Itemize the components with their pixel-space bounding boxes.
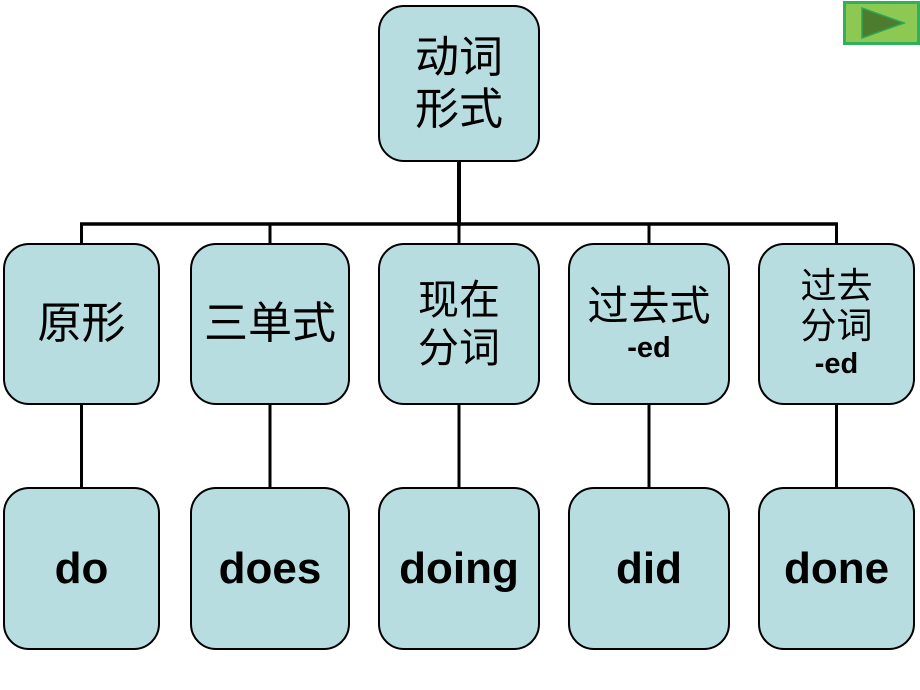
example-node-done: done: [758, 487, 915, 650]
example-node-did: did: [568, 487, 730, 650]
example-word: did: [616, 543, 682, 593]
example-word: does: [218, 543, 322, 593]
form-label: 三单式: [204, 299, 336, 349]
example-node-doing: doing: [378, 487, 540, 650]
form-label: 过去式: [587, 282, 711, 329]
form-node-base: 原形: [3, 243, 160, 405]
root-label-line1: 动词: [415, 32, 503, 82]
example-node-does: does: [190, 487, 350, 650]
form-label-line2: 分词: [800, 305, 873, 346]
root-node-verb-forms: 动词 形式: [378, 5, 540, 162]
form-node-third-person: 三单式: [190, 243, 350, 405]
example-word: done: [783, 543, 890, 593]
root-label-line2: 形式: [415, 84, 503, 134]
example-word: doing: [399, 543, 519, 593]
form-label: 原形: [37, 299, 126, 349]
form-label-line1: 过去: [800, 265, 873, 306]
next-slide-button[interactable]: [843, 1, 920, 45]
example-node-do: do: [3, 487, 160, 650]
example-word: do: [54, 543, 109, 593]
form-suffix: -ed: [814, 348, 859, 381]
play-icon: [860, 7, 906, 39]
form-label-line1: 现在: [418, 276, 500, 323]
form-node-present-participle: 现在 分词: [378, 243, 540, 405]
form-node-past-tense: 过去式 -ed: [568, 243, 730, 405]
form-label-line2: 分词: [418, 325, 500, 371]
form-node-past-participle: 过去 分词 -ed: [758, 243, 915, 405]
form-suffix: -ed: [627, 332, 671, 365]
